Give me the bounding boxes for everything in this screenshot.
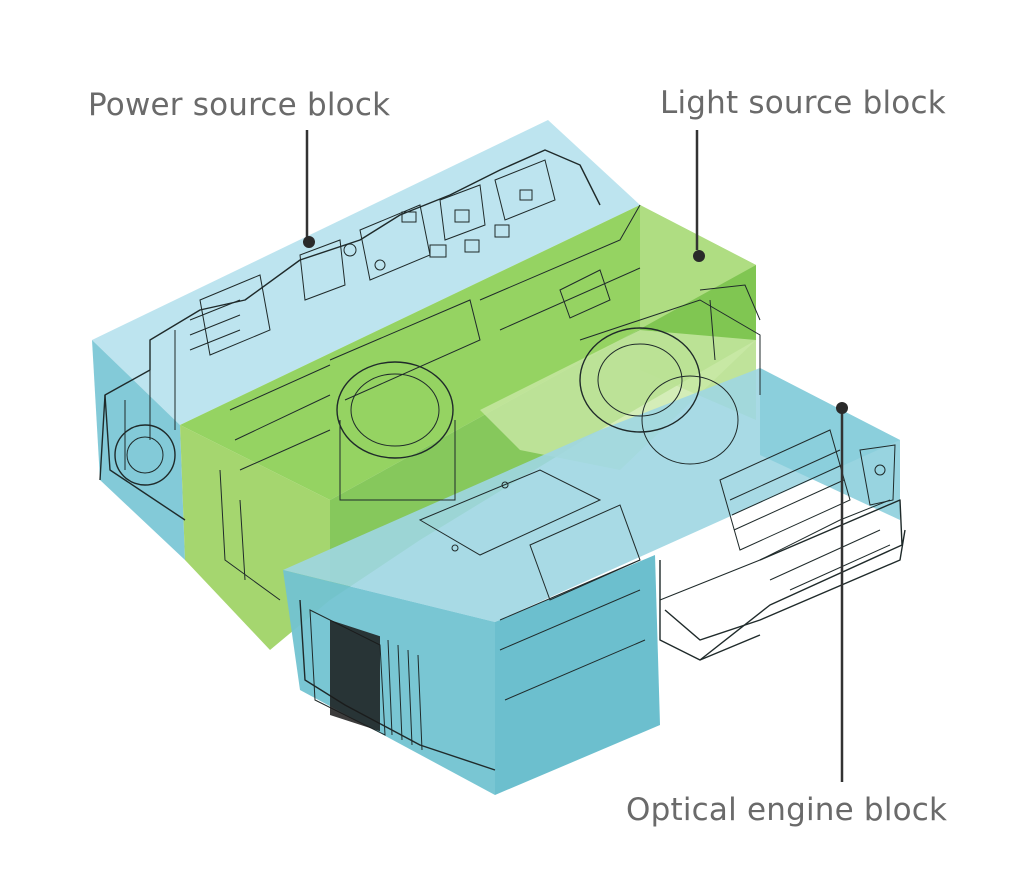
label-light: Light source block bbox=[660, 85, 946, 262]
label-optical: Optical engine block bbox=[626, 402, 947, 828]
mechanical-line-art bbox=[99, 149, 906, 771]
light-block-top-face bbox=[180, 205, 756, 500]
power-block-top-face bbox=[92, 120, 640, 425]
label-power-text: Power source block bbox=[88, 87, 390, 123]
leader-dot-power bbox=[303, 236, 315, 248]
optical-block-side-face bbox=[495, 555, 660, 795]
vent-grille bbox=[330, 620, 423, 751]
light-block-highlight bbox=[480, 330, 756, 470]
optical-block-right-face bbox=[760, 368, 900, 520]
optical-block-top-face bbox=[283, 368, 900, 622]
leader-dot-light bbox=[693, 250, 705, 262]
leader-dot-optical bbox=[836, 402, 848, 414]
label-optical-text: Optical engine block bbox=[626, 792, 947, 828]
label-light-text: Light source block bbox=[660, 85, 946, 121]
label-power: Power source block bbox=[88, 87, 390, 248]
